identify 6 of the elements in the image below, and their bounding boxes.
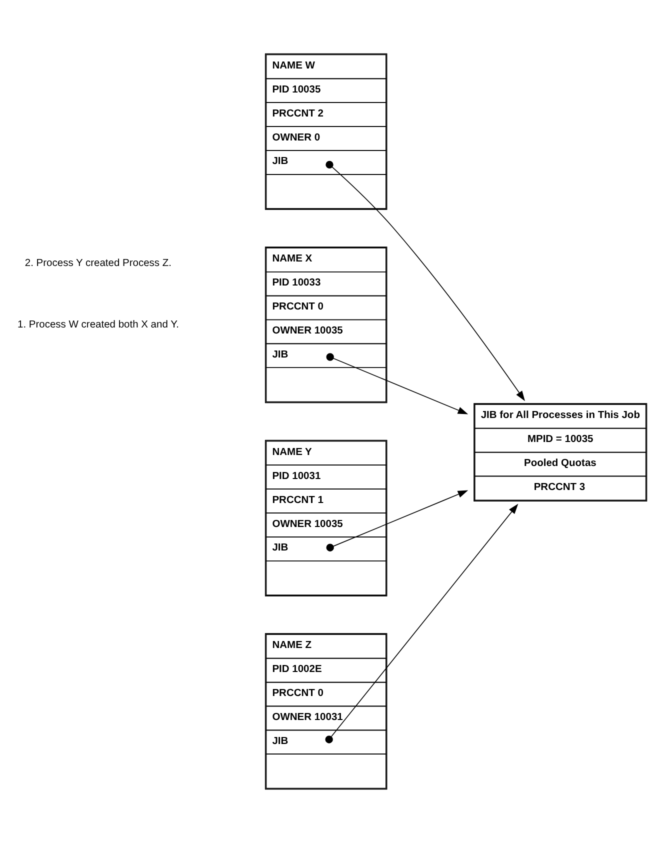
arrow — [326, 490, 468, 552]
arrow — [326, 160, 526, 402]
label: 1. Process W created both X and Y. — [18, 320, 179, 331]
arrow — [325, 504, 518, 744]
label: 2. Process Y created Process Z. — [24, 258, 172, 269]
arrow — [326, 353, 468, 414]
